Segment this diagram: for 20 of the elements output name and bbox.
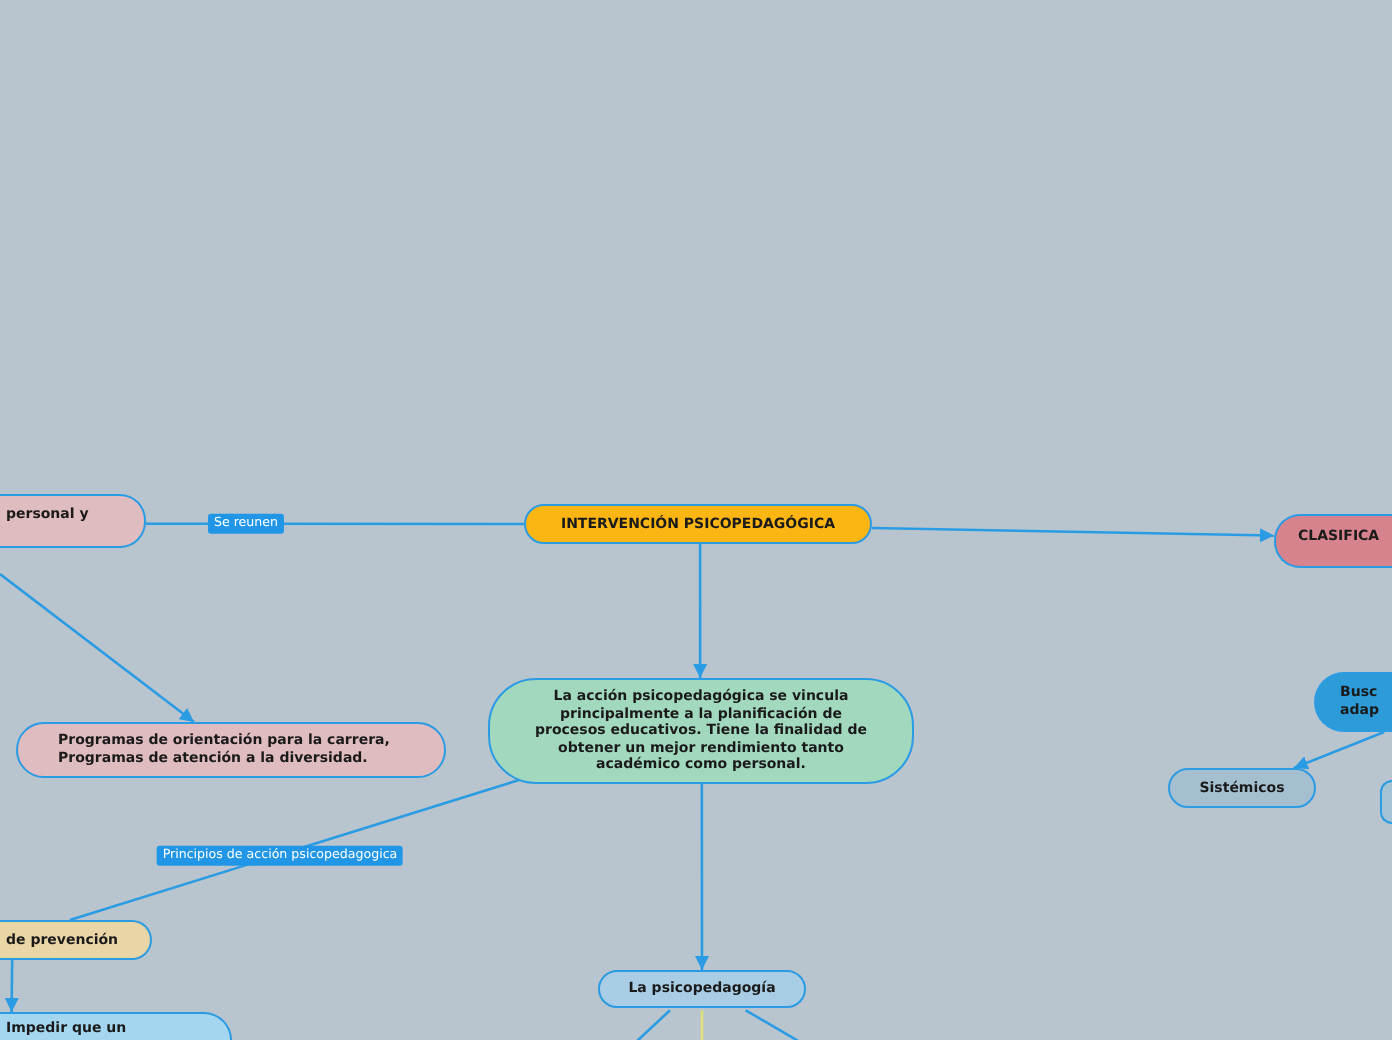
topic-box xyxy=(1168,768,1316,808)
arrow xyxy=(0,572,195,724)
arrow xyxy=(1293,730,1385,770)
topic-box xyxy=(1314,672,1392,732)
arrow xyxy=(4,960,19,1012)
topic-box xyxy=(1274,514,1392,568)
arrow xyxy=(693,544,708,678)
topic-box xyxy=(598,970,806,1008)
connector-line xyxy=(745,1009,801,1040)
arrow xyxy=(695,784,709,970)
arrow xyxy=(871,526,1275,543)
topic-box xyxy=(1380,780,1392,824)
topic-box xyxy=(0,494,146,548)
connector-line xyxy=(635,1009,671,1040)
topic-box xyxy=(16,722,446,778)
topic-box xyxy=(488,678,914,784)
main-topic-box xyxy=(524,504,872,544)
topic-box xyxy=(0,1012,232,1040)
connector-line xyxy=(700,1010,704,1040)
topic-box xyxy=(0,920,152,960)
